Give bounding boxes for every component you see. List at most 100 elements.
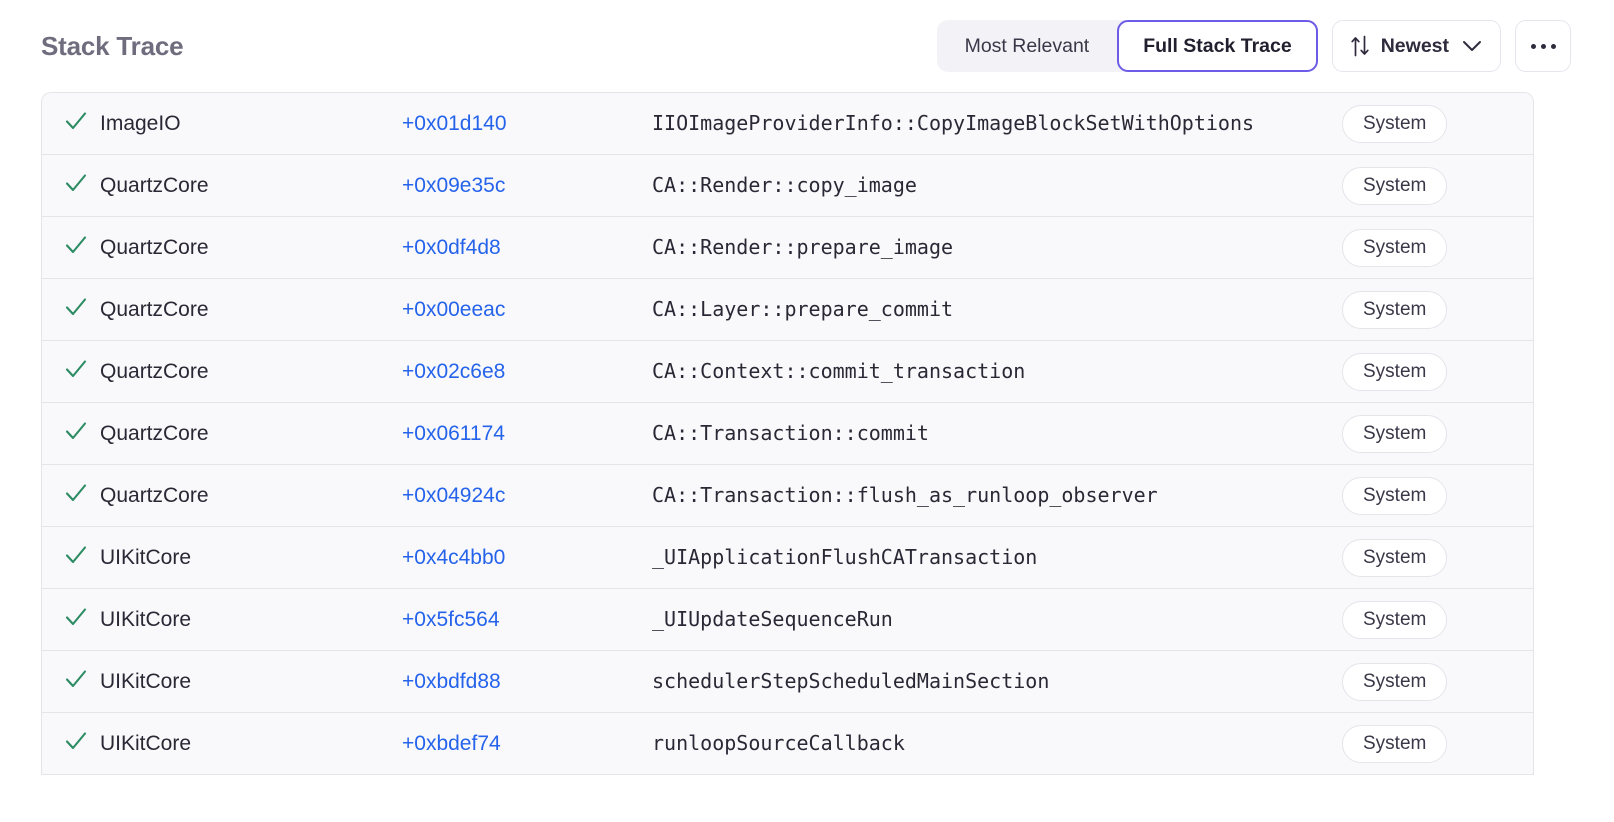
frame-offset[interactable]: +0x061174 [402,421,505,445]
check-icon [63,418,89,449]
frame-badge-cell: System [1342,600,1502,639]
check-icon [63,728,89,759]
frame-badge-cell: System [1342,414,1502,453]
status-badge: System [1342,290,1448,329]
table-row[interactable]: UIKitCore +0xbdef74 runloopSourceCallback S… [42,713,1533,775]
frame-offset[interactable]: +0x0df4d8 [402,235,501,259]
frame-offset[interactable]: +0x02c6e8 [402,359,506,383]
frame-included-checkmark[interactable] [42,108,100,139]
frame-symbol: runloopSourceCallback [652,731,905,755]
frame-module: ImageIO [100,111,181,135]
status-badge: System [1342,600,1448,639]
frame-symbol: IIOImageProviderInfo::CopyImageBlockSetW… [652,111,1255,135]
frame-module: QuartzCore [100,235,209,259]
frame-included-checkmark[interactable] [42,480,100,511]
frame-module: QuartzCore [100,173,209,197]
status-badge: System [1342,166,1448,205]
frame-badge-cell: System [1342,104,1502,143]
table-row[interactable]: QuartzCore +0x04924c CA::Transaction::flus… [42,465,1533,527]
frame-symbol: _UIUpdateSequenceRun [652,607,893,631]
status-badge: System [1342,414,1448,453]
check-icon [63,294,89,325]
status-badge: System [1342,662,1448,701]
status-badge: System [1342,724,1448,763]
status-badge: System [1342,352,1448,391]
table-row[interactable]: UIKitCore +0x5fc564 _UIUpdateSequenceRun Sy… [42,589,1533,651]
frame-symbol: CA::Layer::prepare_commit [652,297,954,321]
frame-module: QuartzCore [100,297,209,321]
frame-included-checkmark[interactable] [42,294,100,325]
frame-symbol: CA::Render::copy_image [652,173,917,197]
panel-header: Stack Trace Most Relevant Full Stack Tra… [0,0,1614,92]
frame-symbol: CA::Context::commit_transaction [652,359,1026,383]
header-actions: Most Relevant Full Stack Trace Newest [936,20,1571,72]
frame-offset[interactable]: +0x4c4bb0 [402,545,506,569]
frame-included-checkmark[interactable] [42,356,100,387]
check-icon [63,170,89,201]
more-options-button[interactable] [1515,20,1571,72]
frame-symbol: CA::Render::prepare_image [652,235,954,259]
table-row[interactable]: QuartzCore +0x09e35c CA::Render::copy_imag… [42,155,1533,217]
status-badge: System [1342,476,1448,515]
frame-offset[interactable]: +0x04924c [402,483,506,507]
frame-badge-cell: System [1342,662,1502,701]
frame-included-checkmark[interactable] [42,728,100,759]
table-row[interactable]: QuartzCore +0x02c6e8 CA::Context::commit_t… [42,341,1533,403]
frame-module: UIKitCore [100,545,192,569]
table-row[interactable]: QuartzCore +0x061174 CA::Transaction::comm… [42,403,1533,465]
stack-trace-table: ImageIO +0x01d140 IIOImageProviderInfo::Co… [41,92,1534,775]
frame-offset[interactable]: +0x01d140 [402,111,507,135]
check-icon [63,108,89,139]
frame-module: UIKitCore [100,731,192,755]
check-icon [63,356,89,387]
check-icon [63,542,89,573]
frame-included-checkmark[interactable] [42,418,100,449]
frame-included-checkmark[interactable] [42,542,100,573]
check-icon [63,666,89,697]
frame-badge-cell: System [1342,352,1502,391]
frame-badge-cell: System [1342,724,1502,763]
frame-badge-cell: System [1342,166,1502,205]
status-badge: System [1342,538,1448,577]
frame-symbol: schedulerStepScheduledMainSection [652,669,1050,693]
ellipsis-icon [1540,43,1546,49]
frame-offset[interactable]: +0xbdef74 [402,731,501,755]
table-row[interactable]: QuartzCore +0x00eeac CA::Layer::prepare_co… [42,279,1533,341]
frame-module: QuartzCore [100,483,209,507]
frame-offset[interactable]: +0xbdfd88 [402,669,501,693]
frame-module: UIKitCore [100,607,192,631]
table-row[interactable]: ImageIO +0x01d140 IIOImageProviderInfo::Co… [42,93,1533,155]
tab-most-relevant[interactable]: Most Relevant [937,20,1118,72]
trace-view-segmented-control[interactable]: Most Relevant Full Stack Trace [936,20,1318,72]
table-row[interactable]: QuartzCore +0x0df4d8 CA::Render::prepare_i… [42,217,1533,279]
sort-arrows-icon [1350,35,1370,57]
frame-offset[interactable]: +0x00eeac [402,297,506,321]
frame-included-checkmark[interactable] [42,170,100,201]
frame-badge-cell: System [1342,538,1502,577]
frame-offset[interactable]: +0x09e35c [402,173,506,197]
ellipsis-icon [1550,43,1556,49]
sort-button[interactable]: Newest [1331,20,1501,72]
frame-badge-cell: System [1342,228,1502,267]
frame-module: QuartzCore [100,421,209,445]
frame-badge-cell: System [1342,290,1502,329]
frame-symbol: CA::Transaction::flush_as_runloop_observ… [652,483,1158,507]
frame-symbol: CA::Transaction::commit [652,421,929,445]
frame-included-checkmark[interactable] [42,232,100,263]
ellipsis-icon [1530,43,1536,49]
frame-module: UIKitCore [100,669,192,693]
status-badge: System [1342,228,1448,267]
sort-label: Newest [1380,34,1449,57]
check-icon [63,232,89,263]
frame-included-checkmark[interactable] [42,666,100,697]
frame-symbol: _UIApplicationFlushCATransaction [652,545,1038,569]
frame-module: QuartzCore [100,359,209,383]
table-row[interactable]: UIKitCore +0x4c4bb0 _UIApplicationFlushCAT… [42,527,1533,589]
check-icon [63,604,89,635]
tab-full-stack-trace[interactable]: Full Stack Trace [1117,20,1318,72]
frame-included-checkmark[interactable] [42,604,100,635]
table-row[interactable]: UIKitCore +0xbdfd88 schedulerStepScheduled… [42,651,1533,713]
page-title: Stack Trace [41,30,184,61]
frame-offset[interactable]: +0x5fc564 [402,607,500,631]
